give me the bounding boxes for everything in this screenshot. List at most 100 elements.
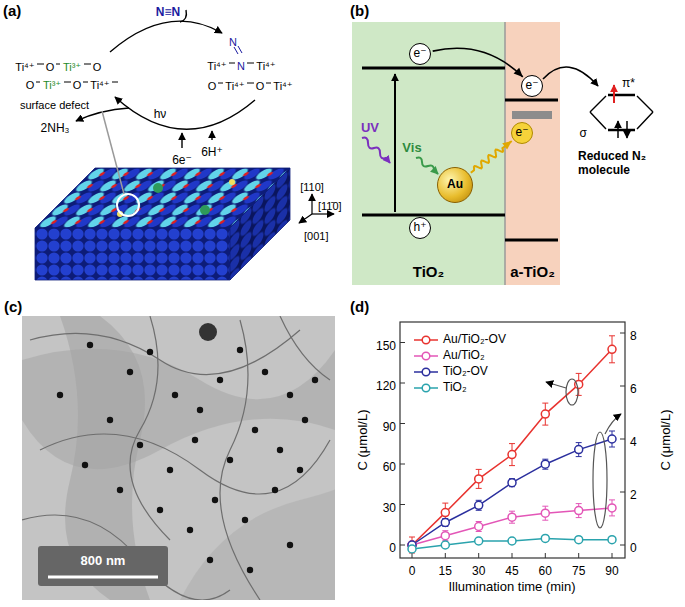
label-slot: [11̄0] xyxy=(318,196,342,214)
tem-image xyxy=(22,316,335,600)
electron-transfer-arrow xyxy=(433,48,523,77)
cycle-arrow xyxy=(115,97,255,129)
legend-sample xyxy=(414,350,438,362)
atom-label: O xyxy=(208,80,217,93)
slab-side xyxy=(230,168,290,280)
atom-label: Ti³⁺ xyxy=(43,79,61,92)
series-tio2-ov xyxy=(408,431,616,549)
plot-frame xyxy=(400,322,625,558)
label-slot: UV xyxy=(361,118,379,136)
scale-label: 800 nm xyxy=(81,554,126,569)
wrinkles xyxy=(22,316,330,600)
sheet xyxy=(60,316,150,600)
atom-label: Ti⁴⁺ xyxy=(207,60,226,73)
left-ticks xyxy=(400,343,405,546)
electron-circle: e⁻ xyxy=(511,122,533,144)
visible-photon xyxy=(416,158,438,175)
panel-letter: (a) xyxy=(3,2,21,19)
band-region: a-TiO₂e⁻e⁻ xyxy=(505,22,560,285)
pointer-ellipse xyxy=(566,379,578,405)
tick-label: 30 xyxy=(472,565,485,579)
label-slot: 150 xyxy=(376,336,396,354)
axis-direction: [001] xyxy=(304,230,328,243)
series-au-tio2 xyxy=(408,500,616,549)
defect-atom xyxy=(117,211,123,217)
hot-electron-arrow xyxy=(471,141,512,173)
legend-row: TiO₂-OV xyxy=(414,364,506,380)
label-slot: surface defect xyxy=(20,95,89,113)
axis-direction: [110] xyxy=(300,181,324,194)
panel-letter: (c) xyxy=(4,298,22,315)
node-text: TiO₂ xyxy=(413,263,444,280)
label-slot: N xyxy=(237,56,245,74)
label-slot: 8 xyxy=(630,326,637,344)
orbital-levels xyxy=(608,95,635,130)
legend-text: Au/TiO₂-OV xyxy=(443,333,506,347)
tick-label: 30 xyxy=(383,502,396,516)
label-slot: O xyxy=(46,57,55,75)
label-slot: 90 xyxy=(605,561,618,579)
label-slot: 0 xyxy=(389,538,396,556)
atom-label: O xyxy=(46,61,55,74)
label-slot: (d) xyxy=(350,298,369,316)
light-label: hν xyxy=(154,108,167,122)
label-slot: 15 xyxy=(439,561,452,579)
node-text: h⁺ xyxy=(413,221,426,235)
label-slot: 2NH₃ xyxy=(41,118,70,136)
label-slot: N≡N xyxy=(156,2,180,20)
spin-arrow xyxy=(617,121,619,138)
caption-label: Reduced N₂ molecule xyxy=(578,150,673,178)
label-slot: O xyxy=(208,76,217,94)
axis-arrow xyxy=(312,213,334,214)
panel-letter: (d) xyxy=(350,298,369,315)
tick-label: 75 xyxy=(572,565,585,579)
label-slot: hν xyxy=(154,104,167,122)
pointer-arrow xyxy=(546,382,566,388)
label-slot: 2 xyxy=(630,485,637,503)
atom-label: N xyxy=(237,60,245,73)
label-slot: 6H⁺ xyxy=(201,142,223,160)
node-text: Au xyxy=(447,178,463,192)
atom-label: Ti⁴⁺ xyxy=(256,60,275,73)
label-slot: 0 xyxy=(630,538,637,556)
n2-orbitals xyxy=(590,85,653,138)
axis-title: C (μmol/L) xyxy=(356,410,371,471)
arrow-head xyxy=(502,141,512,150)
tick-label: 150 xyxy=(376,340,396,354)
proton-arrow xyxy=(211,131,212,140)
tick-label: 60 xyxy=(383,461,396,475)
orbital-label: π* xyxy=(622,77,635,91)
label-slot: O xyxy=(73,75,82,93)
label-slot: Ti⁴⁺ xyxy=(225,76,244,94)
n2-inlet xyxy=(180,10,186,22)
label-slot: 6e⁻ xyxy=(172,150,192,168)
atom-label: O xyxy=(93,61,102,74)
node-text: e⁻ xyxy=(515,126,528,140)
tick-label: 2 xyxy=(630,489,637,503)
gold-dots xyxy=(57,342,318,573)
light-label: UV xyxy=(361,121,379,136)
label-slot: 60 xyxy=(383,457,396,475)
tick-label: 4 xyxy=(630,436,637,450)
chart-legend: Au/TiO₂-OVAu/TiO₂TiO₂-OVTiO₂ xyxy=(414,332,506,396)
label-slot: 45 xyxy=(505,561,518,579)
chart xyxy=(400,322,625,558)
conduction-band xyxy=(505,99,558,102)
axis-title: C (μmol/L) xyxy=(659,410,674,471)
legend-sample xyxy=(414,334,438,346)
cycle-arrow xyxy=(110,21,222,52)
atom-label: Ti⁴⁺ xyxy=(15,61,34,74)
sheet xyxy=(22,349,335,469)
atom-label: O xyxy=(73,79,82,92)
valence-band xyxy=(362,214,505,217)
legend-row: Au/TiO₂-OV xyxy=(414,332,506,348)
axis-arrow xyxy=(299,214,312,223)
tick-label: 90 xyxy=(605,565,618,579)
label-slot: 75 xyxy=(572,561,585,579)
connector-line xyxy=(433,48,523,77)
defect-state xyxy=(512,111,552,119)
